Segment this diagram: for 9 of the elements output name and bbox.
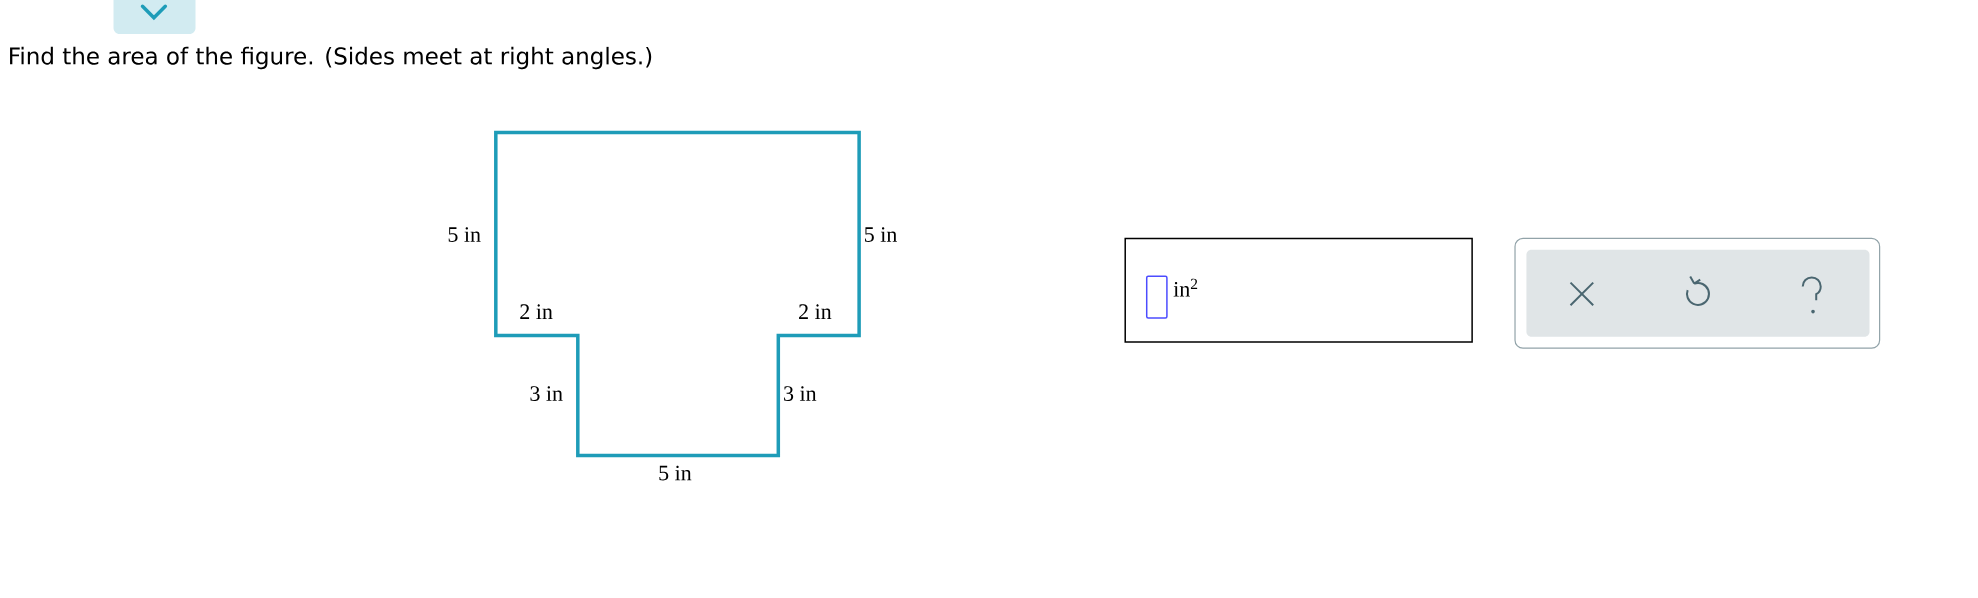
- dimension-label: 5 in: [448, 227, 481, 242]
- dimension-label: 5 in: [865, 227, 897, 242]
- dimension-label: 5 in: [659, 465, 692, 481]
- question-text: Find the area of the figure. (Sides meet at right angles.): [10, 46, 652, 70]
- dimension-label: 2 in: [520, 304, 553, 319]
- dimension-label: 3 in: [530, 386, 563, 401]
- dimension-label: 2 in: [799, 304, 832, 319]
- dimension-label: 3 in: [784, 386, 817, 401]
- unit-label: in$^{2}$: [1173, 278, 1198, 297]
